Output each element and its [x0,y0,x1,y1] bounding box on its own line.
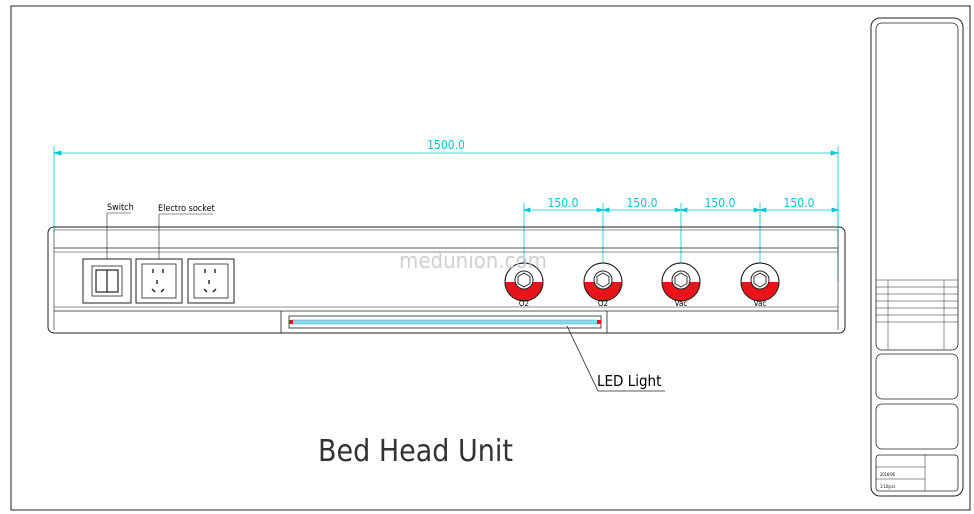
title-block-info-panel [875,454,959,492]
electro-socket-label: Electro socket [158,204,215,214]
title-block-panel-3 [875,403,959,450]
drawing-scale: 1:10/pcs [880,484,896,489]
gas-outlet-label: Vac [754,299,767,308]
gas-outlet-o2 [583,262,623,302]
title-block-panel-2 [875,353,959,400]
title-block-outer [870,17,964,497]
gas-outlet-o2 [504,262,544,302]
socket-leader-line [158,213,213,259]
electro-socket [187,258,235,304]
drawing-frame [10,5,971,511]
spacing-dimension-value: 150.0 [705,196,736,210]
gas-outlet-vac [740,262,780,302]
spacing-dimension-value: 150.0 [548,196,579,210]
gas-outlet-vac [661,262,701,302]
bed-head-unit-body [47,226,846,334]
led-light-tube [288,315,602,329]
switch-label: Switch [107,203,134,213]
title-block: 2016/06 1:10/pcs [870,17,964,497]
watermark-text: medunion.com [399,249,547,274]
switch-leader-line [106,212,131,259]
overall-dimension-value: 1500.0 [427,138,465,152]
switch [82,258,132,304]
gas-outlet-label: Vac [675,299,688,308]
electro-socket [135,258,183,304]
spacing-dimension-value: 150.0 [627,196,658,210]
led-leader-line [566,325,665,392]
led-light-label: LED Light [597,372,661,390]
drawing-title: Bed Head Unit [318,434,513,469]
title-block-table [876,279,958,350]
title-block-main-panel [875,22,959,351]
overall-dimension [52,146,840,232]
gas-outlet-label: O2 [598,299,608,308]
drawing-number: 2016/06 [880,472,896,477]
gas-outlet-label: O2 [519,299,529,308]
spacing-dimension-value: 150.0 [784,196,815,210]
